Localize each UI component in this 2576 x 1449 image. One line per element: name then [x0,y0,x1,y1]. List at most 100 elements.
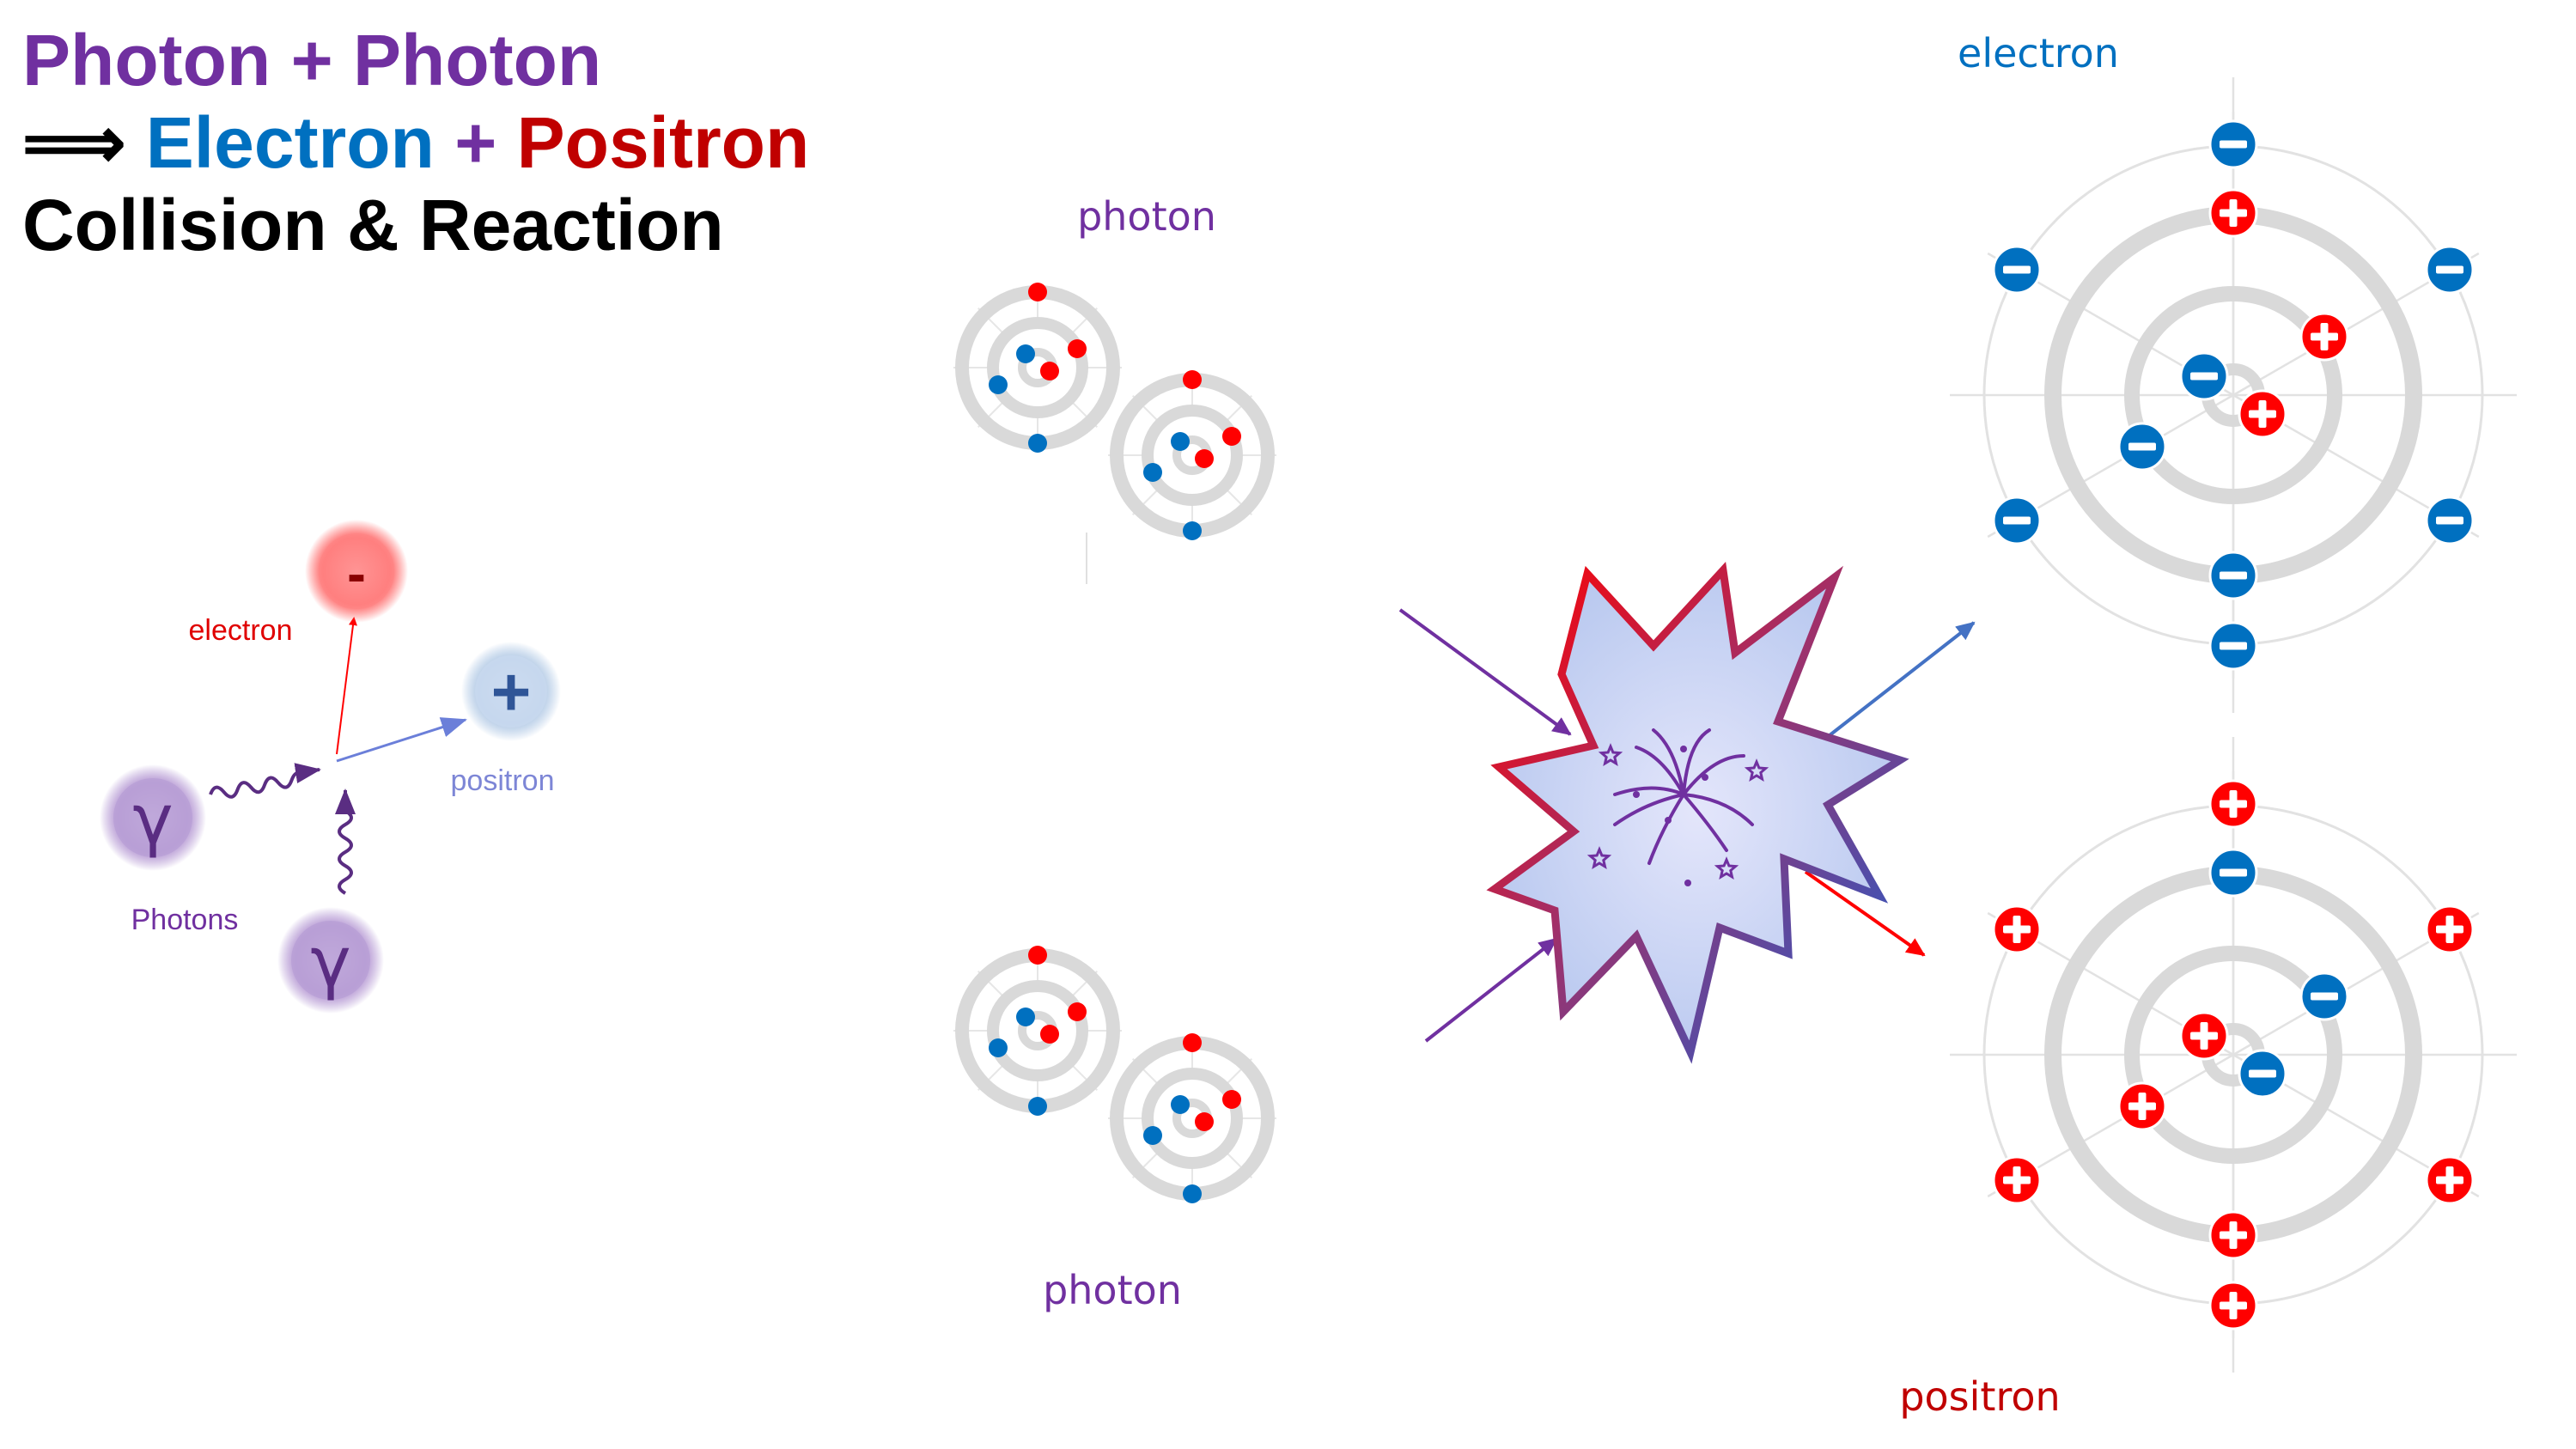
positron-dot [1183,370,1202,389]
minus-icon [2208,848,2258,898]
firework-trail [1647,793,1685,865]
plus-icon [1992,1155,2042,1205]
minus-icon [2238,1049,2287,1099]
firework-trail [1613,793,1685,826]
gamma-symbol-bottom: γ [310,922,350,1002]
minus-icon [1992,245,2042,295]
photon-label-top: photon [1077,193,1216,240]
electron-diagram [1950,77,2517,713]
title-electron: Electron [145,102,435,183]
gamma-photon-icon: γ [100,764,206,871]
minus-icon [2208,621,2258,671]
electron-dot [1183,1184,1202,1203]
plus-icon [2208,1281,2258,1330]
electron-dot [1016,1008,1035,1026]
photon-arrow-left [294,763,321,783]
electron-dot [1028,434,1047,453]
minus-icon [2179,351,2229,401]
electron-dot [1028,1097,1047,1116]
incoming-arrow-top [1398,608,1572,736]
positron-dot [1195,1112,1214,1131]
positron-sign: + [491,654,532,730]
minus-icon [1992,496,2042,545]
plus-icon [2208,1210,2258,1260]
fireworks-icon [1586,728,1769,886]
title-plus-1: + [290,20,333,100]
minus-icon [2208,119,2258,169]
plus-icon [2425,904,2475,954]
positron-dot [1040,1025,1059,1044]
minus-icon [2425,245,2475,295]
electron-dot [1171,1095,1190,1114]
positron-dot [1222,1090,1241,1109]
incoming-arrow-bottom [1424,937,1558,1043]
title-line-1: Photon + Photon [22,19,809,101]
photons-label: Photons [131,904,239,936]
photon-label-bottom: photon [1043,1267,1182,1313]
minus-icon [2117,422,2167,472]
outgoing-arrow-positron [1804,870,1926,957]
electron-dot [1143,1126,1162,1145]
photon-wave-bottom [338,809,353,895]
positron-dot [1195,449,1214,468]
firework-star [1714,856,1739,880]
firework-spark [1665,817,1672,824]
title-positron: Positron [516,102,810,183]
positron-dot [1028,946,1047,965]
plus-icon [1992,904,2042,954]
photon-clusters [953,283,1276,1203]
positron-dot [1068,339,1087,358]
positron-icon: + [461,642,561,741]
title-photon-a: Photon [22,20,271,100]
product-diagrams [1950,77,2517,1373]
firework-trail [1652,728,1685,796]
plus-icon [2238,389,2287,439]
electron-label-small: electron [189,614,293,647]
plus-icon [2208,779,2258,829]
firework-star [1744,758,1769,782]
positron-diagram [1950,737,2517,1373]
firework-spark [1633,791,1640,798]
electron-dot [1016,344,1035,363]
firework-spark [1680,746,1687,752]
electron-dot [989,1038,1008,1057]
electron-track [336,617,357,755]
firework-star [1598,743,1623,767]
electron-sign: - [347,541,366,605]
firework-spark [1702,774,1708,781]
photon-cluster-bottom-b [1108,1033,1276,1203]
positron-dot [1040,362,1059,381]
minus-icon [2208,551,2258,600]
title-line-3: Collision & Reaction [22,185,724,265]
photon-cluster-top-a [953,283,1122,453]
firework-trail [1682,793,1754,826]
firework-trail [1682,728,1711,796]
photon-wave-left [209,771,307,799]
positron-label-small: positron [451,764,555,797]
gamma-photon-icon: γ [277,907,384,1014]
electron-dot [1143,463,1162,482]
firework-trail [1635,746,1685,796]
firework-star [1586,846,1612,870]
firework-trail [1613,786,1685,796]
positron-track [336,717,467,763]
title-line-2: ⟹ Electron + Positron [22,101,809,184]
title: Photon + Photon ⟹ Electron + Positron Co… [22,19,809,266]
plus-icon [2208,188,2258,238]
electron-dot [1183,521,1202,540]
photon-cluster-bottom-a [953,946,1122,1116]
photon-cluster-top-b [1108,370,1276,540]
positron-dot [1222,427,1241,446]
pair-production-sketch: - electron + positron γ γ Photons [100,520,561,1014]
electron-dot [989,375,1008,394]
plus-icon [2425,1155,2475,1205]
plus-icon [2117,1081,2167,1131]
positron-label-large: positron [1899,1373,2060,1420]
firework-trail [1682,793,1728,852]
gamma-symbol-left: γ [132,780,173,860]
electron-label-large: electron [1958,30,2119,76]
positron-dot [1028,283,1047,301]
plus-icon [2179,1011,2229,1061]
title-plus-2: + [454,102,497,183]
